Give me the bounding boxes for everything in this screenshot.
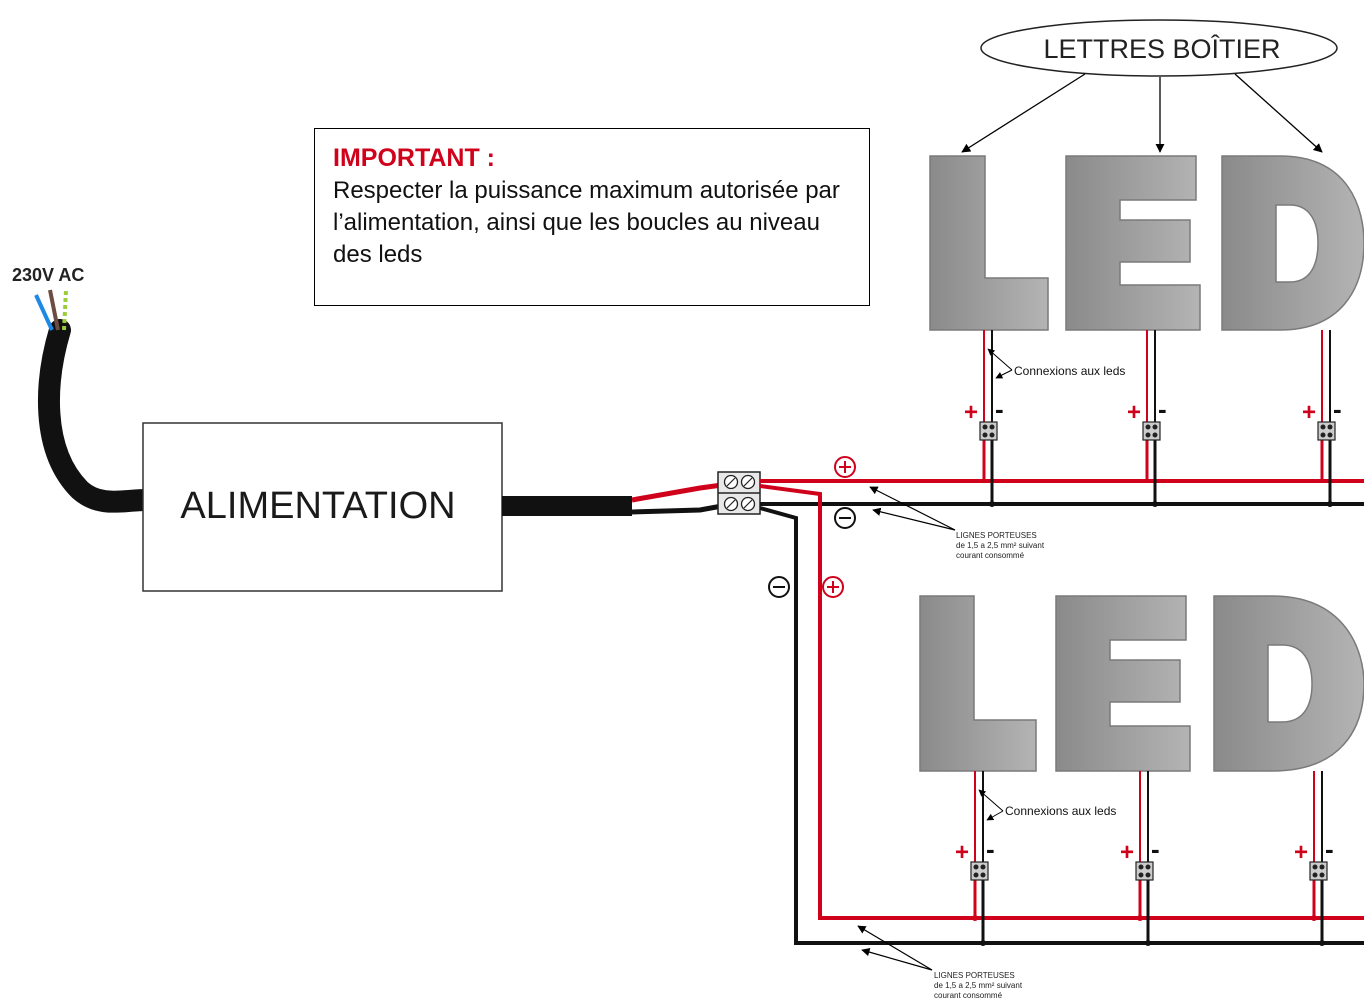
plus-label: + bbox=[1120, 839, 1134, 866]
psu-label: ALIMENTATION bbox=[180, 485, 455, 527]
bus-label-line2: de 1,5 a 2,5 mm² suivant bbox=[934, 981, 1023, 990]
top-bus-callout: LIGNES PORTEUSES de 1,5 a 2,5 mm² suivan… bbox=[869, 486, 1045, 560]
top-letter-wiring bbox=[982, 330, 1332, 504]
bus-label-line1: LIGNES PORTEUSES bbox=[934, 971, 1015, 980]
bottom-letter-wiring bbox=[973, 771, 1324, 943]
top-connectors bbox=[979, 421, 1336, 507]
plus-label: + bbox=[955, 839, 969, 866]
led-connector bbox=[979, 421, 998, 441]
letters-box-label: LETTRES BOÎTIER bbox=[1043, 33, 1280, 64]
letter-e bbox=[1055, 595, 1191, 772]
output-cable bbox=[502, 482, 723, 516]
led-letters-top bbox=[929, 155, 1364, 331]
minus-label: - bbox=[1158, 394, 1167, 424]
top-polarity-labels: + - + - + - bbox=[964, 394, 1342, 426]
bottom-connectors bbox=[970, 861, 1328, 946]
letter-l bbox=[929, 155, 1049, 331]
led-connector bbox=[1309, 861, 1328, 881]
bus-label-line3: courant consommé bbox=[956, 551, 1025, 560]
minus-label: - bbox=[986, 834, 995, 864]
letter-d bbox=[1213, 595, 1364, 772]
led-connector bbox=[1135, 861, 1154, 881]
letters-box-callout: LETTRES BOÎTIER bbox=[961, 19, 1338, 153]
bus-bottom bbox=[759, 484, 1364, 945]
top-connections-callout: Connexions aux leds bbox=[987, 348, 1125, 379]
bus-top bbox=[760, 479, 1364, 506]
minus-label: - bbox=[1325, 834, 1334, 864]
minus-circle-icon bbox=[768, 576, 790, 598]
minus-circle-icon bbox=[834, 507, 856, 529]
bus-label-line1: LIGNES PORTEUSES bbox=[956, 531, 1037, 540]
led-connector bbox=[1142, 421, 1161, 441]
bottom-connections-callout: Connexions aux leds bbox=[978, 789, 1116, 821]
bus-label-line3: courant consommé bbox=[934, 991, 1003, 1000]
bottom-bus-callout: LIGNES PORTEUSES de 1,5 a 2,5 mm² suivan… bbox=[857, 925, 1023, 1000]
minus-label: - bbox=[1151, 834, 1160, 864]
connections-label: Connexions aux leds bbox=[1005, 804, 1116, 818]
connections-label: Connexions aux leds bbox=[1014, 364, 1125, 378]
plus-label: + bbox=[964, 399, 978, 426]
minus-label: - bbox=[995, 394, 1004, 424]
led-connector bbox=[970, 861, 989, 881]
plus-label: + bbox=[1294, 839, 1308, 866]
plus-circle-icon bbox=[834, 456, 856, 478]
led-connector bbox=[1317, 421, 1336, 441]
important-title: IMPORTANT : bbox=[333, 144, 496, 172]
important-notice: IMPORTANT : Respecter la puissance maxim… bbox=[314, 128, 870, 306]
mains-label: 230V AC bbox=[12, 265, 84, 285]
led-letters-bottom bbox=[919, 595, 1364, 772]
terminal-block bbox=[717, 471, 761, 515]
letter-d bbox=[1221, 155, 1364, 331]
minus-label: - bbox=[1333, 394, 1342, 424]
bottom-polarity-labels: + - + - + - bbox=[955, 834, 1334, 866]
letter-l bbox=[919, 595, 1037, 772]
power-supply: ALIMENTATION bbox=[142, 422, 503, 592]
mains-cable: 230V AC bbox=[12, 265, 156, 513]
plus-circle-icon bbox=[822, 576, 844, 598]
letter-e bbox=[1065, 155, 1201, 331]
plus-label: + bbox=[1302, 399, 1316, 426]
important-text: Respecter la puissance maximum autorisée… bbox=[333, 177, 840, 268]
polarity-symbols bbox=[768, 456, 856, 598]
plus-label: + bbox=[1127, 399, 1141, 426]
bus-label-line2: de 1,5 a 2,5 mm² suivant bbox=[956, 541, 1045, 550]
